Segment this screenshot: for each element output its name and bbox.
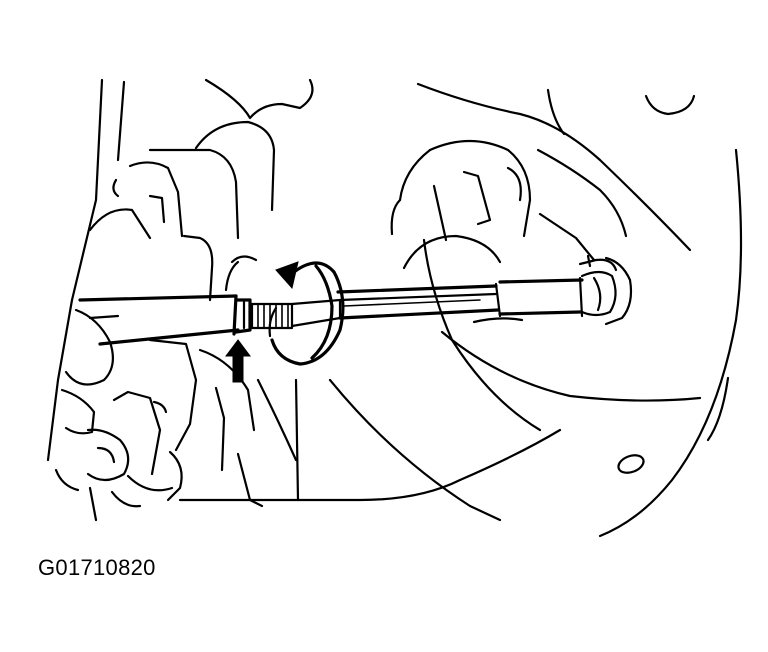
lower-left-knuckle — [54, 308, 264, 522]
brake-disc-arcs — [328, 82, 743, 538]
hub-housing — [390, 139, 628, 324]
up-arrow-icon — [225, 339, 251, 383]
rod-tool — [78, 254, 633, 346]
service-illustration — [46, 78, 743, 538]
left-frame-edge — [46, 78, 126, 462]
figure-id-label: G01710820 — [38, 555, 156, 580]
mounting-hole — [617, 454, 645, 474]
rotation-arrow-icon — [224, 255, 345, 366]
upper-left-housing — [88, 78, 314, 302]
lower-housing-edge — [178, 378, 562, 502]
